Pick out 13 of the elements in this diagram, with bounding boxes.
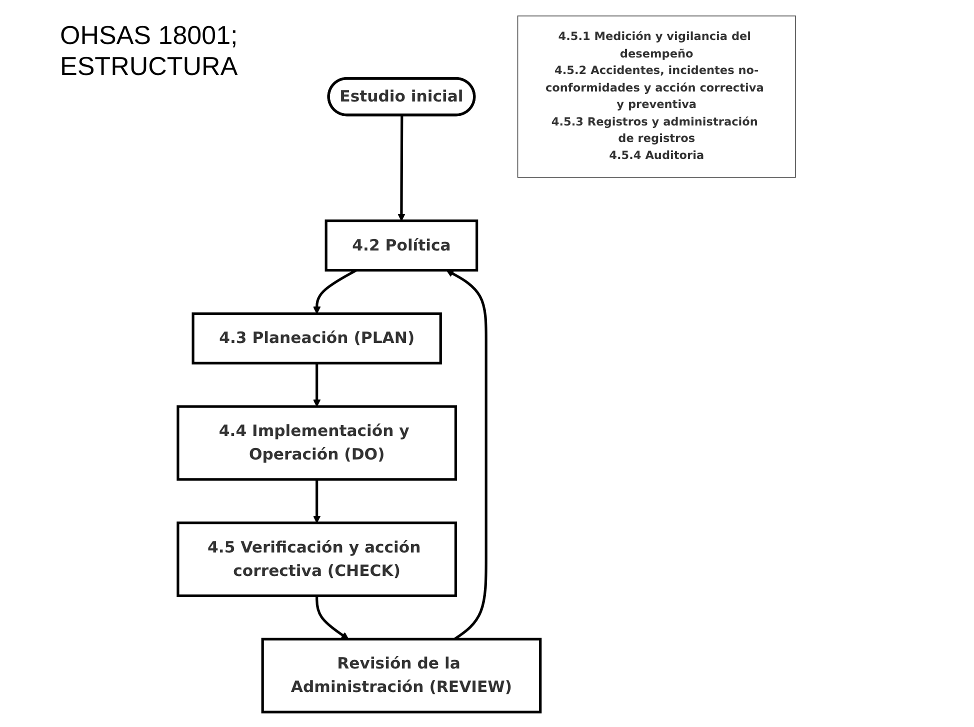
arrow <box>398 114 406 221</box>
diagram-title: OHSAS 18001; ESTRUCTURA <box>60 20 239 82</box>
arrow <box>316 595 350 639</box>
arrow <box>446 269 488 640</box>
node-box: 4.2 Política <box>325 218 478 272</box>
arrow <box>313 478 321 523</box>
node-box: 4.3 Planeación (PLAN) <box>192 312 442 364</box>
node-box: 4.5 Verificación y acción correctiva (CHECK) <box>176 521 458 597</box>
node-box: Revisión de la Administración (REVIEW) <box>262 637 542 713</box>
node-box: 4.4 Implementación y Operación (DO) <box>176 404 458 480</box>
arrow <box>313 362 321 406</box>
arrow <box>313 268 358 314</box>
node-box: 4.5.1 Medición y vigilancia del desempeño 4.5.2 Accidentes, incidentes no-conformidades y acción correctiva y preventiva 4.5.3 Registros y administración de registros 4.5.4 Auditoria <box>518 15 796 178</box>
